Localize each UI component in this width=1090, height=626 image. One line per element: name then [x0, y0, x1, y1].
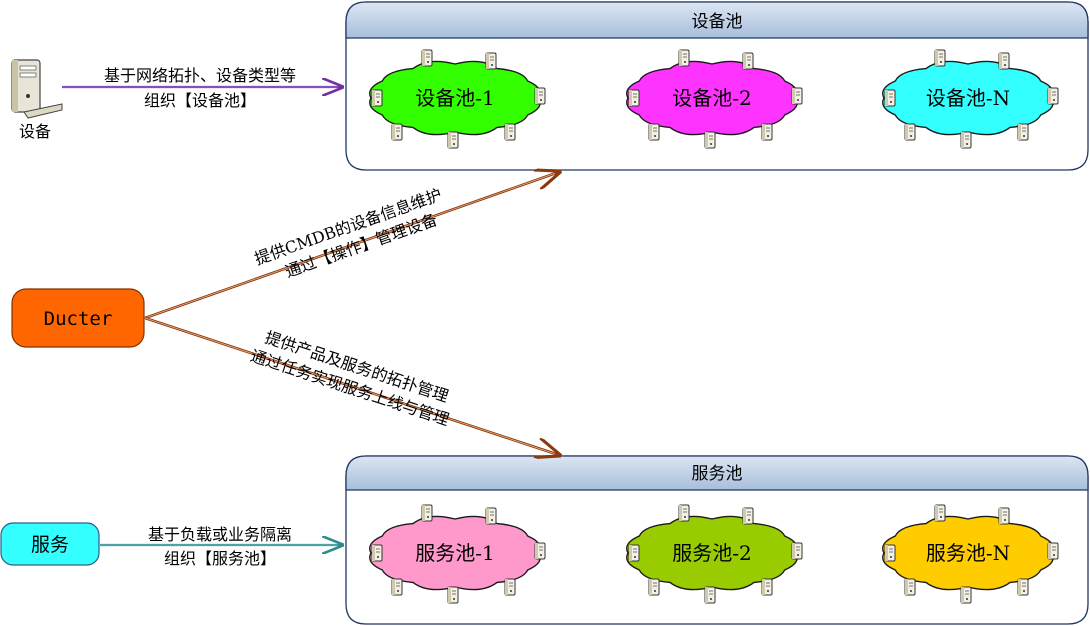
- device-pool-cloud-1: 设备池-1: [369, 49, 546, 149]
- device-pool-title: 设备池: [692, 12, 743, 32]
- server-icon: [391, 123, 403, 141]
- service-pool-title: 服务池: [692, 464, 743, 484]
- server-icon: [704, 131, 716, 149]
- service-pool-cloud-2: 服务池-2: [626, 504, 803, 604]
- server-icon: [371, 544, 383, 562]
- device-arrow-line1: 基于网络拓扑、设备类型等: [104, 66, 296, 85]
- server-icon: [648, 123, 660, 141]
- service-label: 服务: [31, 534, 69, 556]
- server-icon: [485, 52, 497, 70]
- service-arrow-line2: 组织【服务池】: [164, 549, 276, 568]
- server-icon: [421, 49, 433, 67]
- server-icon: [904, 123, 916, 141]
- server-icon: [904, 578, 916, 596]
- server-icon: [447, 131, 459, 149]
- server-icon: [960, 586, 972, 604]
- server-icon: [391, 578, 403, 596]
- server-icon: [934, 49, 946, 67]
- server-icon: [371, 89, 383, 107]
- server-icon: [1017, 578, 1029, 596]
- device-pool-cloud-label-3: 设备池-N: [926, 86, 1010, 110]
- server-icon: [884, 544, 896, 562]
- service-pool-cloud-3: 服务池-N: [882, 504, 1059, 604]
- server-icon: [534, 542, 546, 560]
- server-icon: [761, 578, 773, 596]
- server-icon: [791, 542, 803, 560]
- server-icon: [534, 87, 546, 105]
- server-icon: [421, 504, 433, 522]
- server-icon: [1047, 542, 1059, 560]
- device-pool-cloud-label-1: 设备池-1: [415, 86, 494, 110]
- service-node: [0, 522, 100, 566]
- server-icon: [742, 52, 754, 70]
- device-arrow-line2: 组织【设备池】: [144, 91, 256, 110]
- device-pool-cloud-3: 设备池-N: [882, 49, 1059, 149]
- server-icon: [678, 49, 690, 67]
- ducter-label: Ducter: [44, 308, 113, 330]
- service-arrow-line1: 基于负载或业务隔离: [148, 525, 292, 544]
- server-icon: [628, 89, 640, 107]
- ducter-node: [11, 288, 145, 348]
- server-icon: [628, 544, 640, 562]
- server-icon: [447, 586, 459, 604]
- server-icon: [504, 578, 516, 596]
- server-icon: [504, 123, 516, 141]
- server-icon: [998, 52, 1010, 70]
- device-computer-icon: [11, 59, 63, 119]
- server-icon: [960, 131, 972, 149]
- server-icon: [648, 578, 660, 596]
- device-pool-cloud-2: 设备池-2: [626, 49, 803, 149]
- server-icon: [678, 504, 690, 522]
- device-pool-cloud-label-2: 设备池-2: [672, 86, 751, 110]
- service-pool-cloud-label-2: 服务池-2: [672, 541, 751, 565]
- service-pool-cloud-label-3: 服务池-N: [926, 541, 1010, 565]
- server-icon: [791, 87, 803, 105]
- server-icon: [1017, 123, 1029, 141]
- server-icon: [998, 507, 1010, 525]
- server-icon: [934, 504, 946, 522]
- device-label: 设备: [19, 122, 51, 141]
- server-icon: [1047, 87, 1059, 105]
- server-icon: [704, 586, 716, 604]
- server-icon: [742, 507, 754, 525]
- server-icon: [485, 507, 497, 525]
- server-icon: [761, 123, 773, 141]
- server-icon: [884, 89, 896, 107]
- service-pool-cloud-1: 服务池-1: [369, 504, 546, 604]
- service-pool-cloud-label-1: 服务池-1: [415, 541, 494, 565]
